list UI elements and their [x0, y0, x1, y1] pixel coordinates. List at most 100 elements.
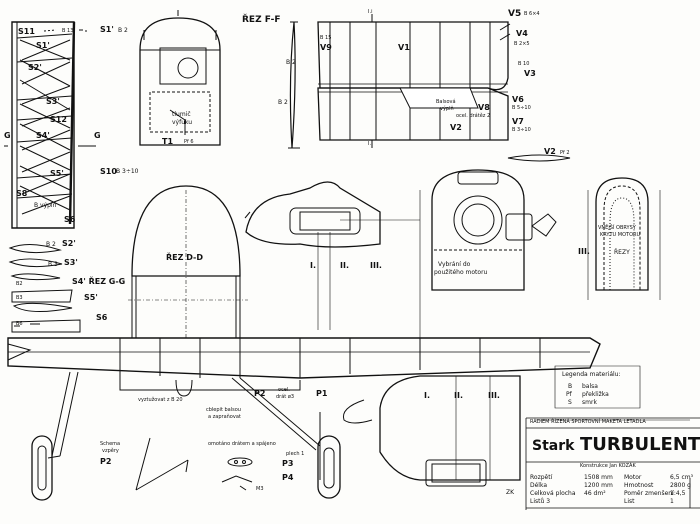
title-maker: Stark: [532, 438, 575, 454]
rib-label: S11: [18, 27, 35, 36]
rib-label: S12: [50, 115, 67, 124]
part-material: B 5÷10: [512, 105, 531, 111]
spec-label: Listů 3: [530, 498, 551, 505]
legend-code: S: [568, 399, 572, 406]
spec-value: 6,5 cm³: [670, 474, 693, 481]
rib-material: B2: [16, 281, 23, 287]
fuselage-side-view: [7, 337, 601, 391]
cowl-note: VNĚJŠÍ OBRYSY: [598, 225, 636, 231]
spec-label: Rozpětí: [530, 474, 553, 481]
gear-note: M3: [256, 486, 264, 492]
part-material: B 10: [518, 61, 530, 67]
nose-bottom-view: [342, 375, 521, 487]
motor-note: Vybrání do: [438, 261, 471, 268]
spec-value: 46 dm²: [584, 490, 606, 497]
rib-section-gg: S4' ŘEZ G-G: [72, 277, 126, 286]
spec-row: Délka: [530, 482, 576, 490]
spec-value: 1508 mm: [584, 474, 613, 481]
rib-label: S5': [50, 169, 64, 178]
spec-row: Rozpětí: [530, 474, 576, 482]
part-label: V5: [508, 9, 522, 19]
motor-note: použitého motoru: [434, 269, 488, 276]
tail-top-view: [317, 14, 511, 148]
gear-note: omotáno drátem a spájeno: [208, 441, 276, 447]
small-parts: [221, 457, 253, 491]
spec-label: Délka: [530, 482, 548, 489]
rib-label: S1': [36, 41, 50, 50]
part-material: B 15: [320, 35, 332, 41]
rib-label: S10: [100, 167, 117, 176]
part-label: V2: [544, 147, 556, 156]
spec-label: Celková plocha: [530, 490, 576, 497]
rib-material: B 2: [118, 27, 128, 34]
gear-note: Schema: [100, 441, 121, 447]
part-label: V9: [320, 43, 332, 52]
landing-gear: [31, 371, 341, 501]
part-label: V4: [516, 29, 528, 38]
part-label: P2: [254, 389, 266, 398]
tail-note: výplň: [440, 106, 454, 112]
rib-label: S8: [16, 189, 28, 198]
part-material: B 2×5: [514, 41, 530, 47]
station-mark: III.: [578, 247, 590, 256]
rib-material: B3: [16, 295, 23, 301]
part-label: V6: [512, 95, 524, 104]
rib-label: S2': [62, 239, 76, 248]
rib-label: S3': [64, 258, 78, 267]
zk-mark: ZK: [506, 489, 515, 496]
cowl-note: KRYTU MOTORU: [600, 232, 641, 238]
part-label: V7: [512, 117, 524, 126]
spec-row: Listů 3: [530, 498, 576, 506]
station-mark: III.: [370, 261, 382, 270]
spec-label: Hmotnost: [624, 482, 654, 489]
cowling-side-view: [244, 181, 421, 340]
cowl-note: ŘEZY: [614, 249, 630, 256]
nose-note: výfuku: [172, 119, 193, 126]
rib-label: S3': [46, 97, 60, 106]
stab-section: [507, 154, 571, 162]
title-constructor: Konstrukce Jan KOZÁK: [580, 463, 636, 469]
part-material: B 6×4: [524, 11, 540, 17]
rib-material: B 2: [46, 241, 56, 248]
section-mark: G: [4, 131, 11, 140]
legend-title: Legenda materiálu:: [562, 371, 621, 378]
rib-material: B výplň: [34, 202, 57, 209]
spec-label: Poměr zmenšení: [624, 490, 674, 497]
title-name: TURBULENT D: [580, 434, 700, 455]
spec-label: List: [624, 498, 635, 505]
legend-code: B: [568, 383, 573, 390]
legend-frame: [554, 365, 641, 409]
spec-label: Motor: [624, 474, 642, 481]
spec-labels-2: Motor Hmotnost Poměr zmenšení List: [624, 474, 674, 506]
rib-material: B 3: [48, 261, 58, 268]
section-mark: I.i: [368, 141, 373, 147]
section-ff-material: B 2: [286, 59, 296, 66]
rib-label: S5': [84, 293, 98, 302]
section-dd: [128, 185, 248, 340]
section-ff-title: ŘEZ F-F: [242, 15, 281, 25]
title-subtitle: RÁDIEM ŘÍZENÁ SPORTOVNÍ MAKETA LETADLA: [530, 419, 646, 425]
spec-values: 1508 mm 1200 mm 46 dm²: [584, 474, 613, 506]
spec-value: 1200 mm: [584, 482, 613, 489]
strut-schema: [135, 437, 189, 491]
rib-label: S6: [64, 215, 76, 224]
station-mark: II.: [454, 391, 463, 400]
part-label: V8: [478, 103, 490, 112]
rib-label: S6: [96, 313, 108, 322]
rib-material: B6: [16, 321, 23, 327]
part-label: T1: [162, 137, 174, 146]
section-mark: G: [94, 131, 101, 140]
station-mark: II.: [340, 261, 349, 270]
station-mark: I.: [424, 391, 431, 400]
part-label: P4: [282, 473, 294, 482]
tail-note: ocel. drátěz 2: [456, 113, 491, 119]
part-material: Pf 6: [184, 139, 194, 145]
part-label: P3: [282, 459, 294, 468]
legend-name: smrk: [582, 399, 597, 406]
spec-value: 1: [670, 498, 674, 505]
spec-row: Celková plocha: [530, 490, 576, 498]
rib-material: B 3÷10: [116, 168, 139, 175]
title-block-frame: [525, 417, 700, 510]
station-mark: III.: [488, 391, 500, 400]
